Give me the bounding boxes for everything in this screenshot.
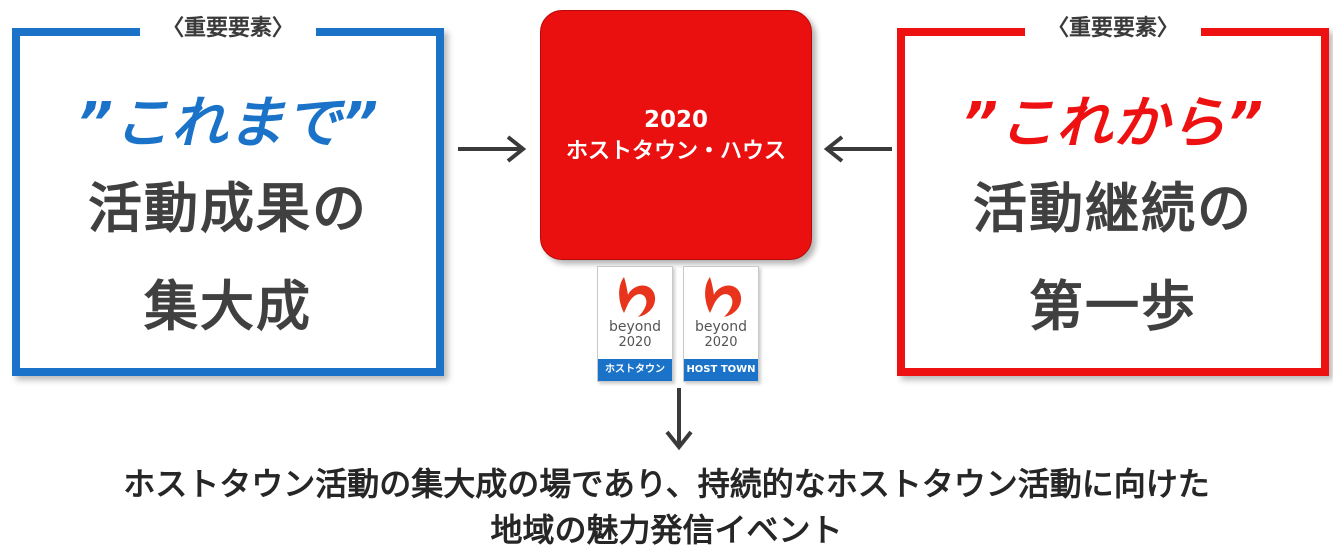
badge-year: 2020 [704,335,738,350]
center-name: ホストタウン・ハウス [565,139,786,164]
right-panel-line2: 第一歩 [1029,275,1197,338]
beyond2020-badge-english: beyond 2020 HOST TOWN [683,266,759,382]
left-panel-body: ”これまで” 活動成果の 集大成 [20,88,436,356]
right-panel-body: ”これから” 活動継続の 第一歩 [905,88,1321,356]
badge-band: ホストタウン [598,359,672,381]
caption-line1: ホストタウン活動の集大成の場であり、持続的なホストタウン活動に向けた [123,465,1210,503]
left-panel-line1: 活動成果の [88,177,368,240]
badge-year: 2020 [618,335,652,350]
beyond2020-logo-icon [619,277,656,317]
right-panel-line1: 活動継続の [973,177,1253,240]
arrow-right-icon [458,135,527,163]
arrow-down-icon [665,388,693,451]
right-panel: 〈重要要素〉 ”これから” 活動継続の 第一歩 [897,12,1329,376]
badge-word: beyond [694,319,748,335]
center-box: 2020 ホストタウン・ハウス [540,10,812,260]
right-panel-keyword: ”これから” [961,91,1265,156]
right-panel-tag: 〈重要要素〉 [1024,12,1202,46]
badge-band: HOST TOWN [684,359,758,381]
caption-line2: 地域の魅力発信イベント [490,511,843,549]
beyond2020-logo-icon [705,277,742,317]
beyond2020-badge-japanese: beyond 2020 ホストタウン [597,266,673,382]
left-panel-tag: 〈重要要素〉 [139,12,317,46]
arrow-left-icon [823,135,892,163]
badge-word: beyond [608,319,662,335]
left-panel-keyword: ”これまで” [76,91,380,156]
left-panel: 〈重要要素〉 ”これまで” 活動成果の 集大成 [12,12,444,376]
center-year: 2020 [643,107,708,133]
left-panel-line2: 集大成 [144,275,312,338]
